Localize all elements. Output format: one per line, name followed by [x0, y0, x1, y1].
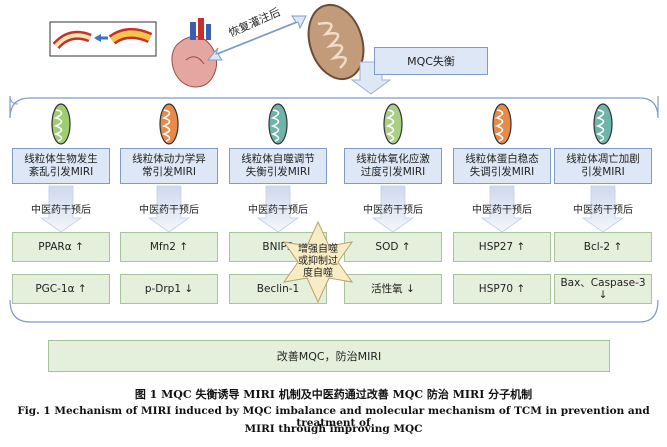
category-mitochondrion-icon [593, 103, 613, 145]
marker-box: PPARα ↑ [12, 232, 110, 262]
caption-en-line2: MIRI through improving MQC [244, 423, 423, 435]
heart-illustration [171, 18, 217, 88]
tcm-intervention-label: 中医药干预后 [573, 205, 633, 216]
marker-box: HSP70 ↑ [453, 274, 551, 304]
tcm-intervention-label: 中医药干预后 [139, 205, 199, 216]
tcm-intervention-label: 中医药干预后 [248, 205, 308, 216]
autophagy-star-label: 增强自噬 或抑制过 度自噬 [298, 244, 338, 279]
mqc-imbalance-box: MQC失衡 [374, 47, 488, 75]
marker-box: HSP27 ↑ [453, 232, 551, 262]
marker-box: SOD ↑ [344, 232, 442, 262]
intervention-arrow [371, 185, 415, 233]
category-box: 线粒体生物发生 紊乱引发MIRI [12, 148, 110, 184]
reperfusion-arrow [206, 15, 307, 61]
category-mitochondrion-icon [268, 103, 288, 145]
marker-box: Bcl-2 ↑ [554, 232, 652, 262]
tcm-intervention-label: 中医药干预后 [472, 205, 532, 216]
category-box: 线粒体凋亡加剧 引发MIRI [554, 148, 652, 184]
marker-box: Bax、Caspase-3 ↓ [554, 274, 652, 304]
marker-box: PGC-1α ↑ [12, 274, 110, 304]
category-box: 线粒体蛋白稳态 失调引发MIRI [453, 148, 551, 184]
improve-mqc-box: 改善MQC，防治MIRI [48, 340, 610, 372]
top-bracket [9, 95, 19, 105]
top-mitochondrion-illustration [307, 3, 365, 81]
marker-box: p-Drp1 ↓ [120, 274, 218, 304]
intervention-arrow [480, 185, 524, 233]
tcm-intervention-label: 中医药干预后 [31, 205, 91, 216]
intervention-arrow [581, 185, 625, 233]
bottom-bracket [9, 299, 659, 323]
caption-cn: 图 1 MQC 失衡诱导 MIRI 机制及中医药通过改善 MQC 防治 MIRI… [134, 388, 533, 401]
marker-box: 活性氧 ↓ [344, 274, 442, 304]
category-mitochondrion-icon [159, 103, 179, 145]
marker-box: Mfn2 ↑ [120, 232, 218, 262]
artery-illustration [49, 21, 157, 57]
intervention-arrow [39, 185, 83, 233]
category-mitochondrion-icon [492, 103, 512, 145]
tcm-intervention-label: 中医药干预后 [363, 205, 423, 216]
category-box: 线粒体动力学异 常引发MIRI [120, 148, 218, 184]
category-mitochondrion-icon [51, 103, 71, 145]
category-box: 线粒体自噬调节 失衡引发MIRI [229, 148, 327, 184]
caption-en-line1: Fig. 1 Mechanism of MIRI induced by MQC … [17, 405, 650, 429]
category-box: 线粒体氧化应激 过度引发MIRI [344, 148, 442, 184]
intervention-arrow [147, 185, 191, 233]
category-mitochondrion-icon [383, 103, 403, 145]
